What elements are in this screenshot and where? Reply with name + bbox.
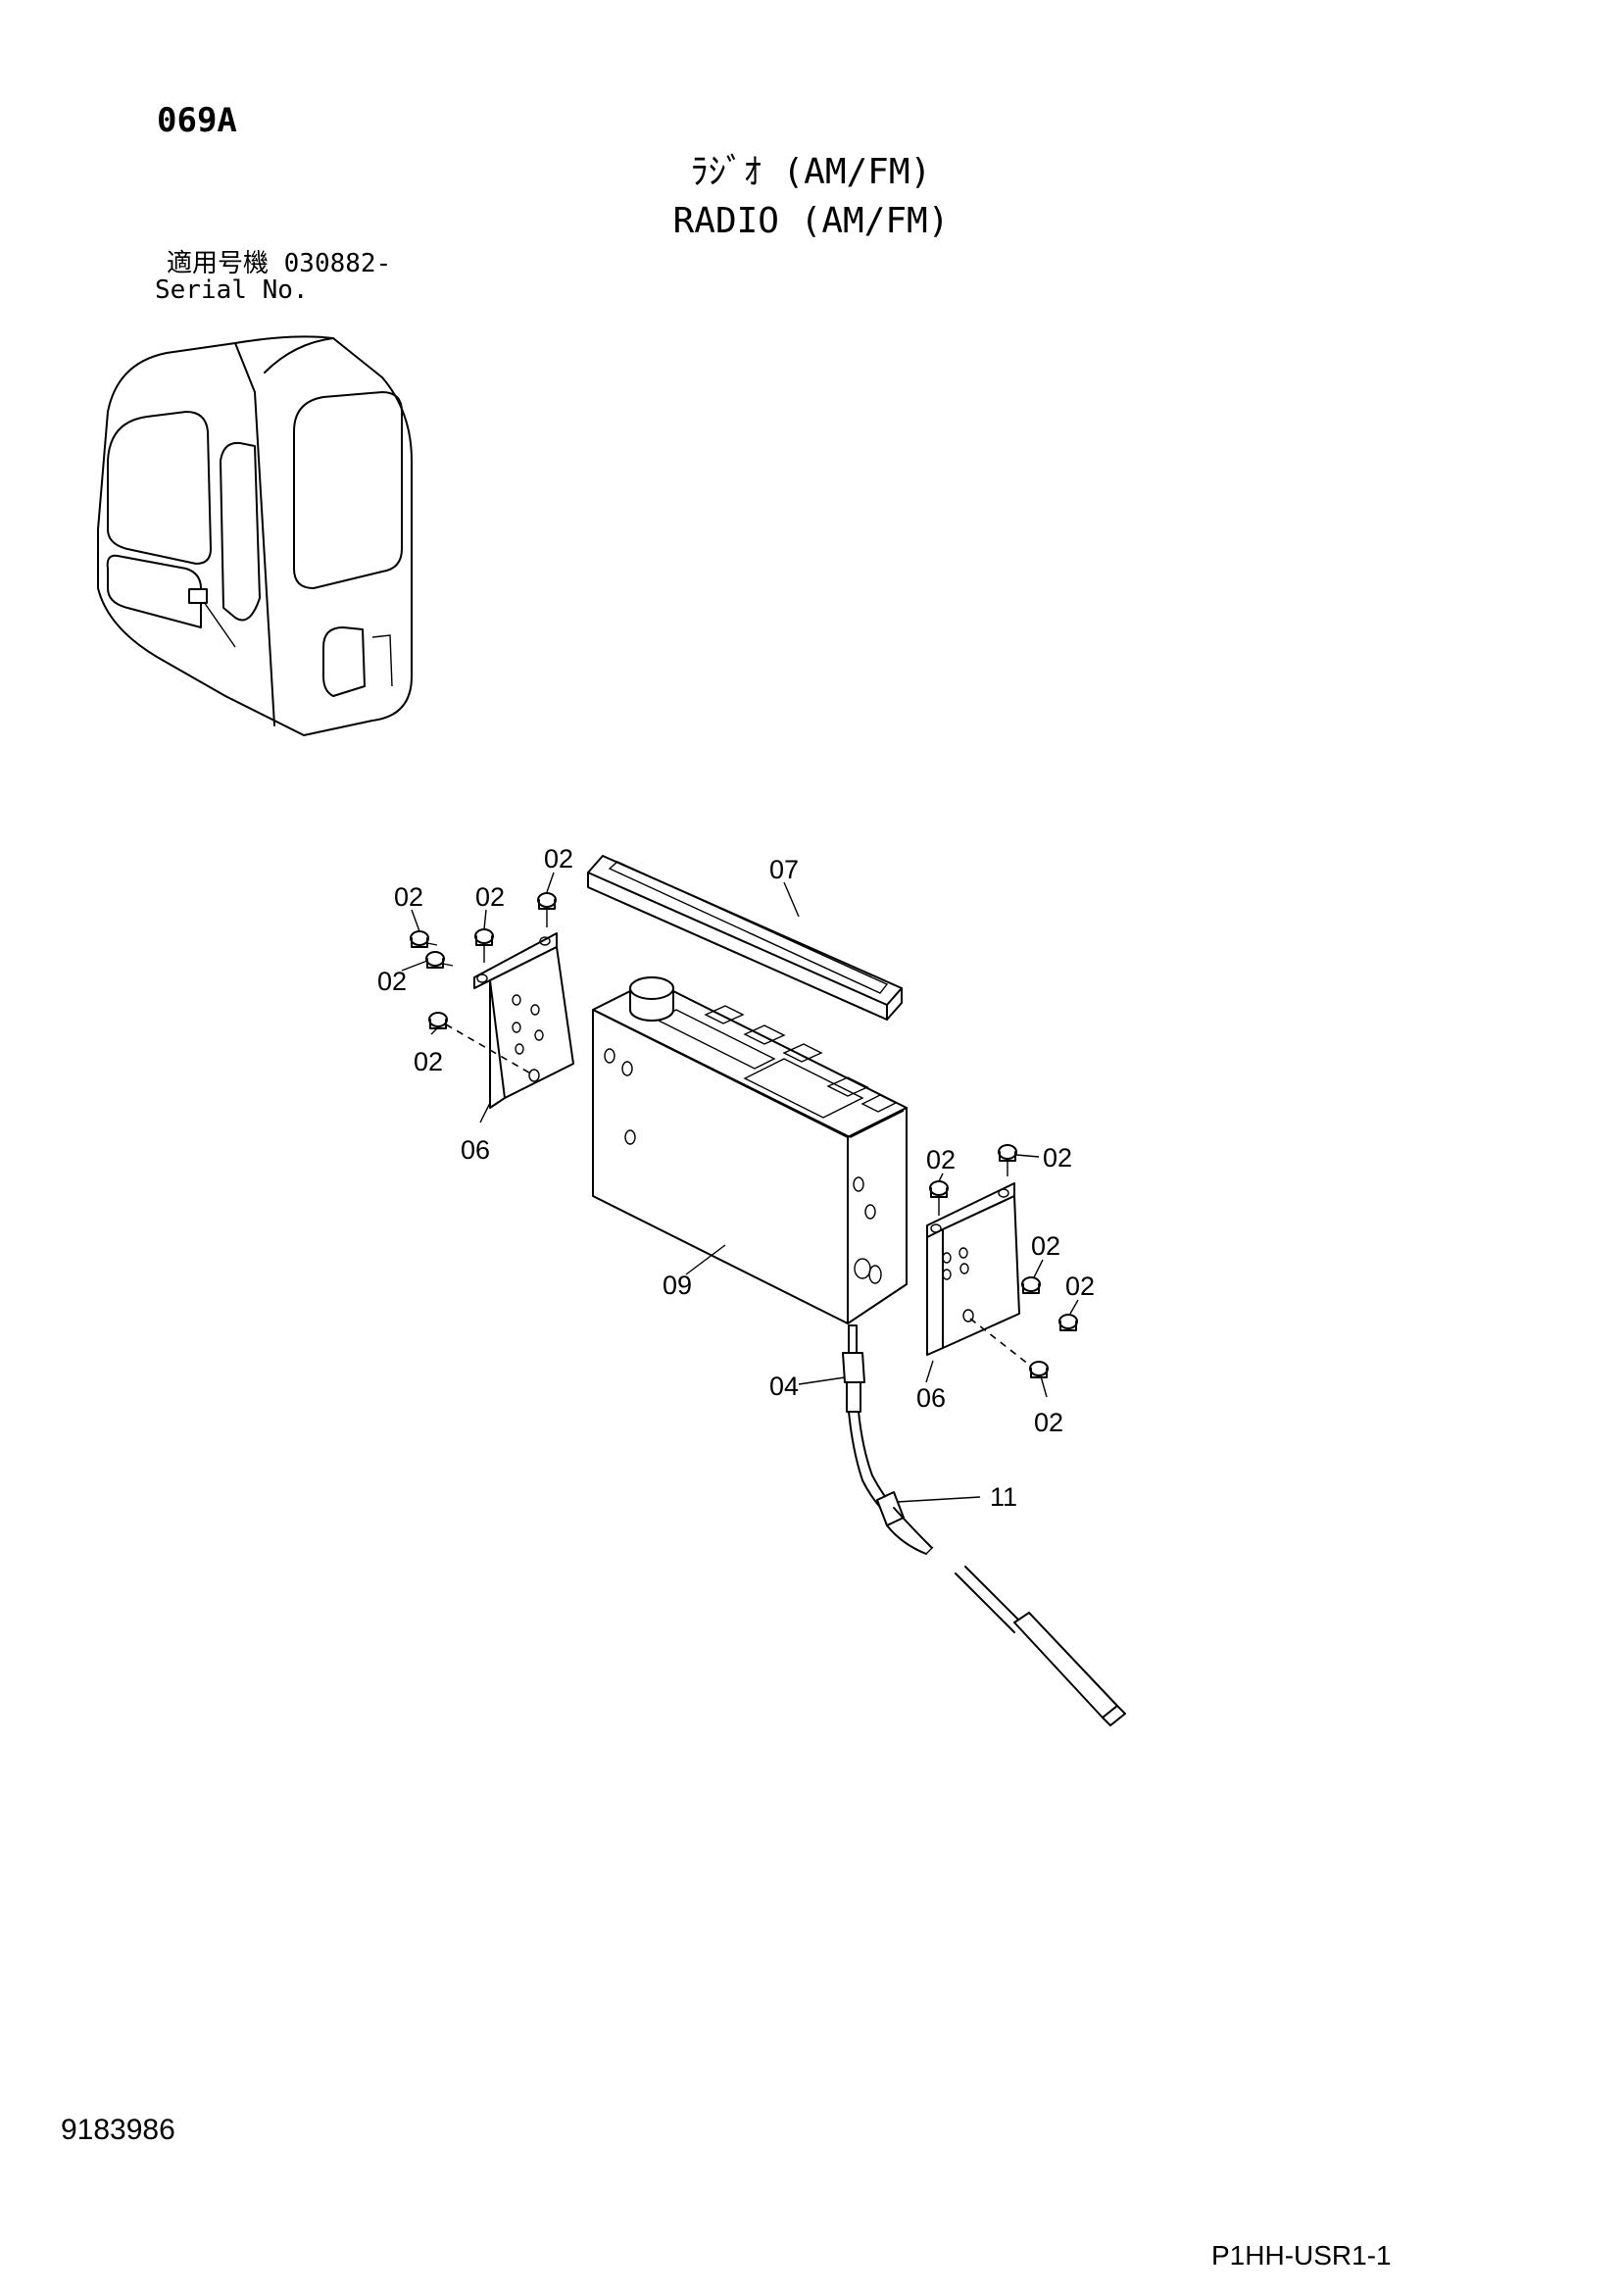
screw [929, 1180, 949, 1216]
screw [998, 1144, 1017, 1176]
serial-label-english: Serial No. [155, 275, 309, 305]
callout-02: 02 [475, 882, 505, 912]
screw [537, 892, 557, 927]
callout-09: 09 [663, 1271, 692, 1300]
screw [425, 951, 454, 969]
screw [1021, 1276, 1041, 1294]
screw [428, 1012, 448, 1029]
screw [410, 930, 438, 948]
screw [1058, 1314, 1078, 1331]
callout-02: 02 [926, 1145, 956, 1174]
callout-02: 02 [1031, 1231, 1060, 1261]
callout-04: 04 [769, 1372, 799, 1401]
cab-location-view [97, 335, 413, 736]
callout-02: 02 [1034, 1408, 1063, 1437]
part-06-left-bracket [473, 932, 574, 1109]
callout-02: 02 [394, 882, 423, 912]
callout-02: 02 [414, 1047, 443, 1076]
serial-label-japanese: 適用号機 030882- [167, 249, 392, 278]
callout-02: 02 [377, 967, 407, 996]
part-09-radio-body [592, 976, 908, 1324]
screw [1029, 1361, 1049, 1378]
callout-numbers: 02 02 02 02 02 02 02 02 02 02 07 06 09 0… [377, 844, 1095, 1512]
part-11-cable-clamp [876, 1491, 934, 1555]
part-07-seal-frame [587, 855, 903, 1021]
part-04-antenna-connector [842, 1324, 895, 1516]
drawing-number: 9183986 [61, 2114, 175, 2146]
antenna-mast [955, 1566, 1126, 1726]
screw [474, 928, 494, 963]
callout-02: 02 [544, 844, 573, 873]
sheet-reference: P1HH-USR1-1 [1211, 2240, 1392, 2271]
callout-06-right: 06 [916, 1383, 946, 1413]
part-02-screws [410, 892, 1078, 1378]
callout-02: 02 [1043, 1143, 1072, 1173]
callout-07: 07 [769, 855, 799, 884]
title-english: RADIO (AM/FM) [672, 201, 950, 241]
part-06-right-bracket [926, 1182, 1020, 1356]
callout-leaders [401, 872, 1079, 1503]
callout-02: 02 [1065, 1272, 1095, 1301]
assembly-lines [445, 980, 1030, 1366]
callout-06-left: 06 [461, 1135, 490, 1165]
callout-11: 11 [990, 1482, 1017, 1512]
page-code: 069A [157, 101, 237, 140]
title-japanese: ﾗｼﾞｵ (AM/FM) [690, 152, 932, 192]
